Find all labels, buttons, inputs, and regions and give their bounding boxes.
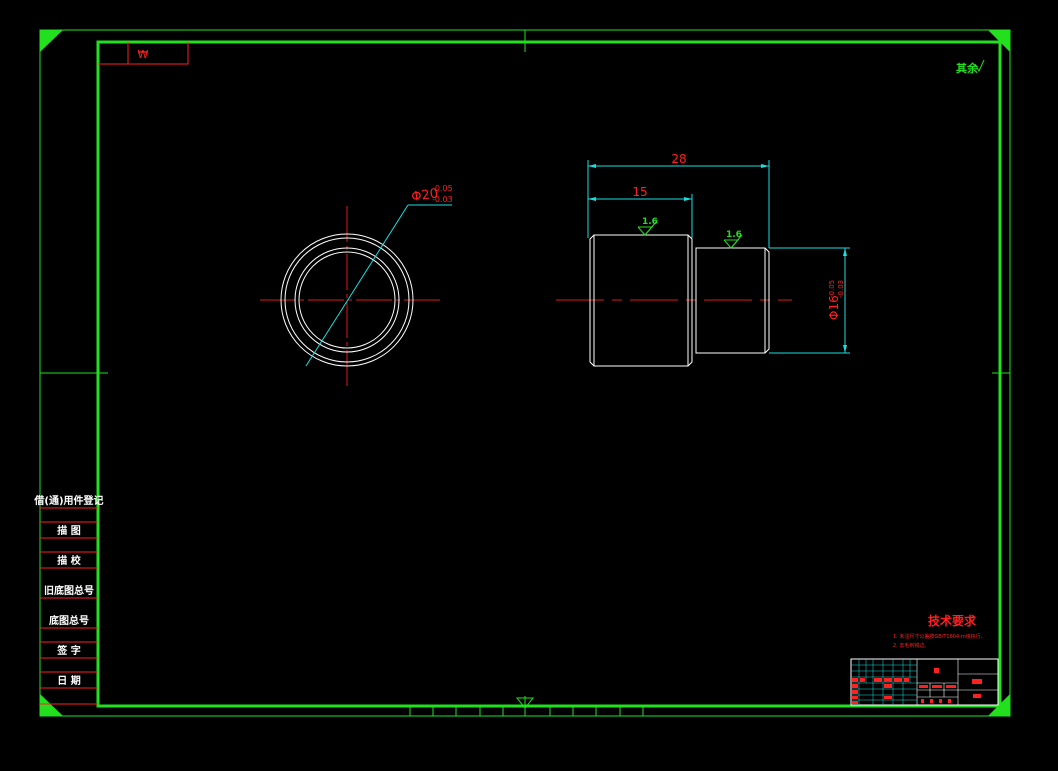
roughness-value-1: 1.6: [642, 217, 658, 227]
side-view-dimensions: [587, 160, 850, 354]
side-item-base-number: 底图总号: [49, 614, 89, 627]
inner-circle-1: [294, 247, 400, 353]
side-item-trace-check: 描 校: [57, 554, 81, 567]
side-item-tracing: 描 图: [57, 524, 80, 537]
length-total-text: 28: [671, 152, 686, 166]
outer-frame: [39, 29, 1011, 717]
title-block: [850, 658, 999, 706]
end-view: Φ20 -0.05 -0.03: [260, 184, 453, 388]
roughness-value-2: 1.6: [726, 230, 742, 240]
side-item-borrowed: 借(通)用件登记: [33, 494, 103, 507]
diameter-right-tol-lower: -0.03: [837, 280, 845, 298]
outer-circle-1: [280, 233, 414, 367]
tech-req-line-1: 1. 未注尺寸公差按GB/T1804-m级执行。: [893, 633, 986, 640]
tech-req-line-2: 2. 去毛刺锐边。: [893, 642, 929, 649]
length-step-text: 15: [632, 185, 647, 199]
side-view: [556, 234, 792, 367]
surface-finish-text: 其余: [956, 61, 979, 75]
tech-req-title: 技术要求: [928, 613, 977, 628]
diameter-left-text: Φ20: [410, 186, 439, 205]
diameter-right-text: Φ16: [827, 295, 841, 320]
diameter-left-tol-lower: -0.03: [432, 195, 453, 204]
diameter-left-tol-upper: -0.05: [432, 184, 453, 193]
roughness-symbol-2: 1.6: [723, 230, 743, 249]
surface-finish-note: 其余: [956, 59, 985, 75]
technical-requirements: 技术要求 1. 未注尺寸公差按GB/T1804-m级执行。 2. 去毛刺锐边。: [893, 613, 986, 649]
corner-tag-box: ₩: [98, 42, 189, 65]
orientation-mark-bottom: [515, 697, 535, 709]
drawing-border: [96, 40, 1002, 708]
inner-circle-2: [298, 251, 396, 349]
diameter-right-tol-upper: -0.05: [828, 280, 836, 298]
side-item-date: 日 期: [57, 674, 80, 687]
side-registration-table: 借(通)用件登记 描 图 描 校 旧底图总号 底图总号 签 字 日 期: [33, 494, 104, 705]
corner-marks: [40, 30, 1010, 716]
diameter-leader: [305, 204, 409, 367]
side-item-signature: 签 字: [56, 644, 80, 657]
surface-finish-icon: [974, 59, 985, 73]
side-item-old-number: 旧底图总号: [44, 584, 94, 597]
roughness-symbol-1: 1.6: [637, 217, 658, 236]
outer-circle-2: [284, 237, 410, 363]
corner-tag-text: ₩: [138, 48, 149, 61]
